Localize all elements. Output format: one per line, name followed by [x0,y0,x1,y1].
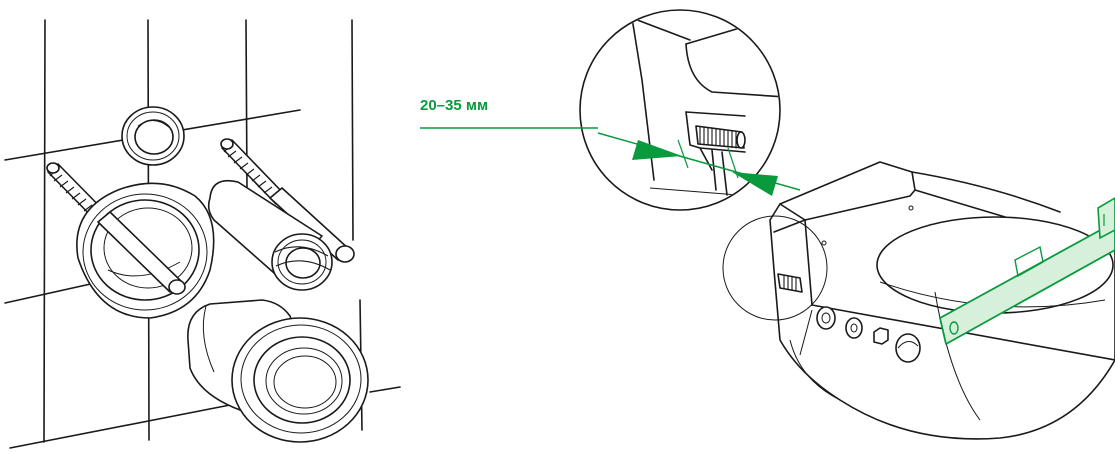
dimension-arrow-left [632,140,682,160]
zoom-detail [579,9,781,211]
drain-pipe [187,299,369,443]
stud-rod [97,211,186,295]
pipe-nut [121,106,185,166]
toilet-bowl [769,161,1115,440]
inlet-pipe [207,179,333,291]
dimension-label: 20–35 мм [420,97,489,114]
dimension-indicator [420,127,801,196]
toilet-fixings [777,273,921,363]
detail-circle [722,215,828,321]
dimension-arrow-right [732,172,778,196]
spirit-level [939,197,1115,345]
mounting-stud-right [220,138,355,263]
zoomed-stud [695,125,746,149]
